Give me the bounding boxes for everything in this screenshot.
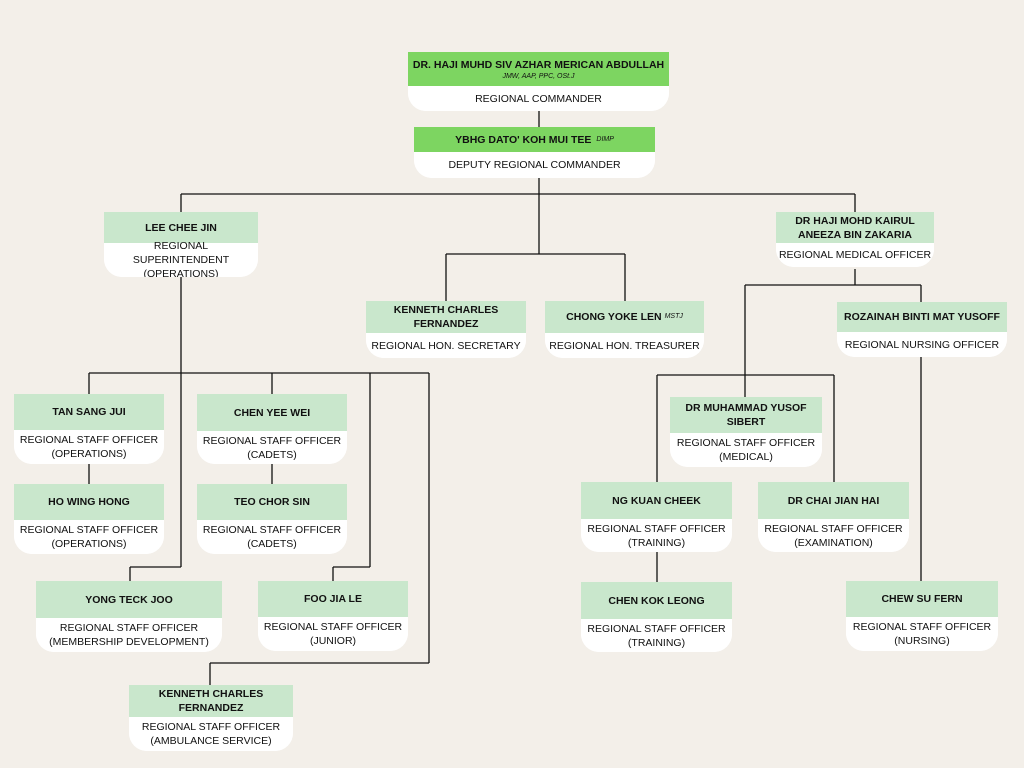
chew-role: REGIONAL STAFF OFFICER (NURSING): [846, 617, 998, 651]
yong-name: YONG TECK JOO: [36, 581, 222, 618]
teo-role: REGIONAL STAFF OFFICER (CADETS): [197, 520, 347, 554]
node-regional-commander: DR. HAJI MUHD SIV AZHAR MERICAN ABDULLAH…: [408, 52, 669, 111]
chenyee-name: CHEN YEE WEI: [197, 394, 347, 431]
lee-name: LEE CHEE JIN: [104, 212, 258, 243]
yong-role: REGIONAL STAFF OFFICER (MEMBERSHIP DEVEL…: [36, 618, 222, 652]
chai-role: REGIONAL STAFF OFFICER (EXAMINATION): [758, 519, 909, 552]
node-staff-officer-chew: CHEW SU FERN REGIONAL STAFF OFFICER (NUR…: [846, 581, 998, 651]
lee-role: REGIONAL SUPERINTENDENT (OPERATIONS): [104, 240, 258, 277]
deputy-role: DEPUTY REGIONAL COMMANDER: [414, 152, 655, 178]
deputy-name-header: YBHG DATO' KOH MUI TEE DIMP: [414, 127, 655, 152]
node-regional-superintendent: LEE CHEE JIN REGIONAL SUPERINTENDENT (OP…: [104, 212, 258, 277]
chong-name-header: CHONG YOKE LEN MSTJ: [545, 301, 704, 333]
chenkok-role: REGIONAL STAFF OFFICER (TRAINING): [581, 619, 732, 652]
yusof-name: DR MUHAMMAD YUSOF SIBERT: [670, 397, 822, 433]
chong-name: CHONG YOKE LEN: [566, 311, 662, 323]
kenneth-secretary-role: REGIONAL HON. SECRETARY: [366, 333, 526, 358]
node-staff-officer-kenneth-ambulance: KENNETH CHARLES FERNANDEZ REGIONAL STAFF…: [129, 685, 293, 751]
node-regional-hon-secretary: KENNETH CHARLES FERNANDEZ REGIONAL HON. …: [366, 301, 526, 358]
node-staff-officer-chai: DR CHAI JIAN HAI REGIONAL STAFF OFFICER …: [758, 482, 909, 552]
rozainah-role: REGIONAL NURSING OFFICER: [837, 332, 1007, 357]
chenkok-name: CHEN KOK LEONG: [581, 582, 732, 619]
node-staff-officer-yusof: DR MUHAMMAD YUSOF SIBERT REGIONAL STAFF …: [670, 397, 822, 467]
ho-role: REGIONAL STAFF OFFICER (OPERATIONS): [14, 520, 164, 554]
tan-role: REGIONAL STAFF OFFICER (OPERATIONS): [14, 430, 164, 464]
node-staff-officer-yong: YONG TECK JOO REGIONAL STAFF OFFICER (ME…: [36, 581, 222, 652]
kairul-role: REGIONAL MEDICAL OFFICER: [776, 243, 934, 267]
rozainah-name: ROZAINAH BINTI MAT YUSOFF: [837, 302, 1007, 332]
node-staff-officer-ng: NG KUAN CHEEK REGIONAL STAFF OFFICER (TR…: [581, 482, 732, 552]
commander-postnominals: JMW, AAP, PPC, OSt.J: [502, 72, 575, 80]
kenneth-ambulance-role: REGIONAL STAFF OFFICER (AMBULANCE SERVIC…: [129, 717, 293, 751]
kenneth-ambulance-name: KENNETH CHARLES FERNANDEZ: [129, 685, 293, 717]
node-staff-officer-tan: TAN SANG JUI REGIONAL STAFF OFFICER (OPE…: [14, 394, 164, 464]
node-regional-nursing-officer: ROZAINAH BINTI MAT YUSOFF REGIONAL NURSI…: [837, 302, 1007, 357]
commander-name: DR. HAJI MUHD SIV AZHAR MERICAN ABDULLAH: [412, 58, 665, 71]
kairul-name: DR HAJI MOHD KAIRUL ANEEZA BIN ZAKARIA: [776, 212, 934, 243]
node-staff-officer-chen-kok-leong: CHEN KOK LEONG REGIONAL STAFF OFFICER (T…: [581, 582, 732, 652]
commander-name-header: DR. HAJI MUHD SIV AZHAR MERICAN ABDULLAH…: [408, 52, 669, 86]
chai-name: DR CHAI JIAN HAI: [758, 482, 909, 519]
deputy-postnominals: DIMP: [596, 135, 614, 143]
teo-name: TEO CHOR SIN: [197, 484, 347, 520]
commander-role: REGIONAL COMMANDER: [408, 86, 669, 111]
chong-postnominals: MSTJ: [664, 313, 683, 320]
foo-role: REGIONAL STAFF OFFICER (JUNIOR): [258, 617, 408, 651]
ng-role: REGIONAL STAFF OFFICER (TRAINING): [581, 519, 732, 552]
node-staff-officer-chen-yee-wei: CHEN YEE WEI REGIONAL STAFF OFFICER (CAD…: [197, 394, 347, 464]
ho-name: HO WING HONG: [14, 484, 164, 520]
foo-name: FOO JIA LE: [258, 581, 408, 617]
node-staff-officer-foo: FOO JIA LE REGIONAL STAFF OFFICER (JUNIO…: [258, 581, 408, 651]
yusof-role: REGIONAL STAFF OFFICER (MEDICAL): [670, 433, 822, 467]
kenneth-secretary-name: KENNETH CHARLES FERNANDEZ: [366, 301, 526, 333]
node-staff-officer-teo: TEO CHOR SIN REGIONAL STAFF OFFICER (CAD…: [197, 484, 347, 554]
tan-name: TAN SANG JUI: [14, 394, 164, 430]
ng-name: NG KUAN CHEEK: [581, 482, 732, 519]
chong-role: REGIONAL HON. TREASURER: [545, 333, 704, 358]
node-regional-medical-officer: DR HAJI MOHD KAIRUL ANEEZA BIN ZAKARIA R…: [776, 212, 934, 267]
chenyee-role: REGIONAL STAFF OFFICER (CADETS): [197, 431, 347, 464]
node-regional-hon-treasurer: CHONG YOKE LEN MSTJ REGIONAL HON. TREASU…: [545, 301, 704, 358]
node-staff-officer-ho: HO WING HONG REGIONAL STAFF OFFICER (OPE…: [14, 484, 164, 554]
chew-name: CHEW SU FERN: [846, 581, 998, 617]
deputy-name: YBHG DATO' KOH MUI TEE: [455, 133, 592, 146]
node-deputy-regional-commander: YBHG DATO' KOH MUI TEE DIMP DEPUTY REGIO…: [414, 127, 655, 178]
